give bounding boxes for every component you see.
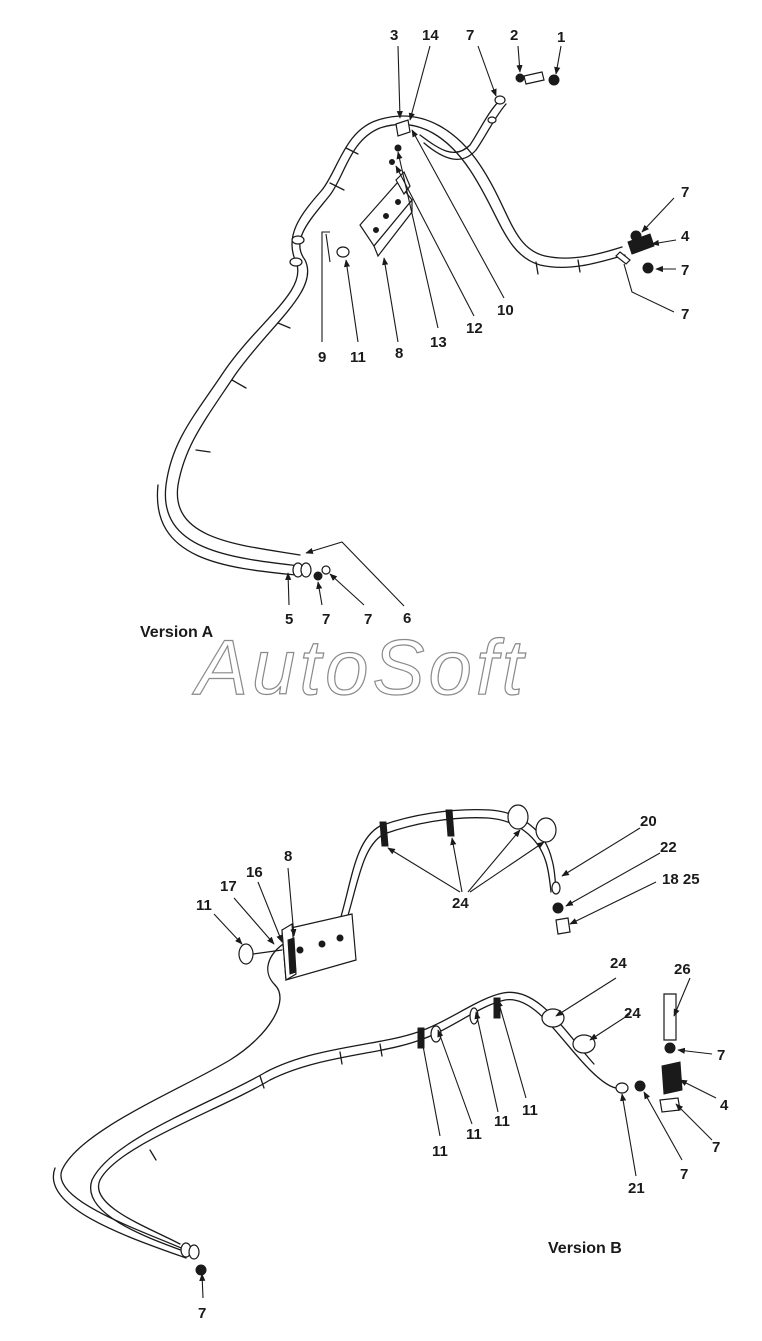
callout: 9	[318, 349, 326, 366]
callout: 4	[720, 1097, 729, 1114]
callout: 7	[322, 611, 330, 628]
version-b-drawing: 20 22 18 25 24 8 16 17 11 24 24 26 7 4 7…	[52, 804, 729, 1322]
callout: 22	[660, 839, 677, 856]
callout: 11	[494, 1113, 510, 1130]
callout: 7	[680, 1166, 688, 1183]
version-b-leaders	[199, 827, 717, 1299]
callout: 24	[452, 895, 469, 912]
callout: 16	[246, 864, 263, 881]
callout: 11	[522, 1102, 538, 1119]
version-a-callouts: 1 2 3 14 7 7 4 7 7 9 11 8 13 12 10 5 7 7…	[285, 27, 690, 628]
callout: 7	[466, 27, 474, 44]
callout: 18 25	[662, 871, 700, 888]
callout: 7	[681, 306, 689, 323]
callout: 4	[681, 228, 690, 245]
callout: 11	[350, 349, 366, 366]
callout: 7	[681, 184, 689, 201]
mounting-bracket	[359, 170, 413, 258]
version-a-leaders	[285, 45, 677, 607]
callout: 3	[390, 27, 398, 44]
callout: 14	[422, 27, 439, 44]
pipe	[663, 993, 677, 1041]
version-b-label: Version B	[548, 1240, 622, 1257]
callout: 7	[364, 611, 372, 628]
version-a-tee-fitting	[615, 230, 655, 274]
version-b-upper-clamps	[379, 804, 557, 847]
callout: 8	[395, 345, 403, 362]
callout: 21	[628, 1180, 645, 1197]
callout: 24	[624, 1005, 641, 1022]
callout: 17	[220, 878, 237, 895]
callout: 6	[403, 610, 411, 627]
callout: 26	[674, 961, 691, 978]
callout: 11	[196, 897, 212, 914]
version-b-hose	[52, 804, 683, 1276]
version-b-lower-clamps	[149, 997, 596, 1161]
callout: 7	[198, 1305, 206, 1322]
callout: 5	[285, 611, 293, 628]
callout: 7	[712, 1139, 720, 1156]
clamp-ring	[336, 246, 350, 258]
version-a-lower-fittings	[292, 562, 331, 581]
version-a-upper-fittings	[487, 71, 560, 124]
version-b-right-fittings	[551, 881, 683, 1113]
callout: 13	[430, 334, 447, 351]
washer	[394, 144, 402, 152]
callout: 1	[557, 29, 565, 46]
callout: 11	[466, 1126, 482, 1143]
callout: 8	[284, 848, 292, 865]
bolt	[325, 233, 331, 263]
version-a-drawing: 1 2 3 14 7 7 4 7 7 9 11 8 13 12 10 5 7 7…	[140, 27, 690, 641]
clamp-block	[395, 119, 411, 137]
callout: 10	[497, 302, 514, 319]
watermark-logo: AutoSoft	[192, 623, 527, 711]
version-b-callouts: 20 22 18 25 24 8 16 17 11 24 24 26 7 4 7…	[196, 813, 729, 1322]
callout: 20	[640, 813, 657, 830]
hose-clamps	[195, 147, 581, 453]
callout: 2	[510, 27, 518, 44]
callout: 24	[610, 955, 627, 972]
callout: 12	[466, 320, 483, 337]
nut	[389, 159, 395, 165]
version-a-hose	[156, 71, 655, 581]
version-a-label: Version A	[140, 624, 214, 641]
callout: 7	[681, 262, 689, 279]
mounting-bracket-b	[281, 913, 357, 982]
version-b-lower-fittings	[180, 1242, 207, 1276]
clamp-ring-b	[238, 943, 254, 965]
callout: 7	[717, 1047, 725, 1064]
callout: 11	[432, 1143, 448, 1160]
